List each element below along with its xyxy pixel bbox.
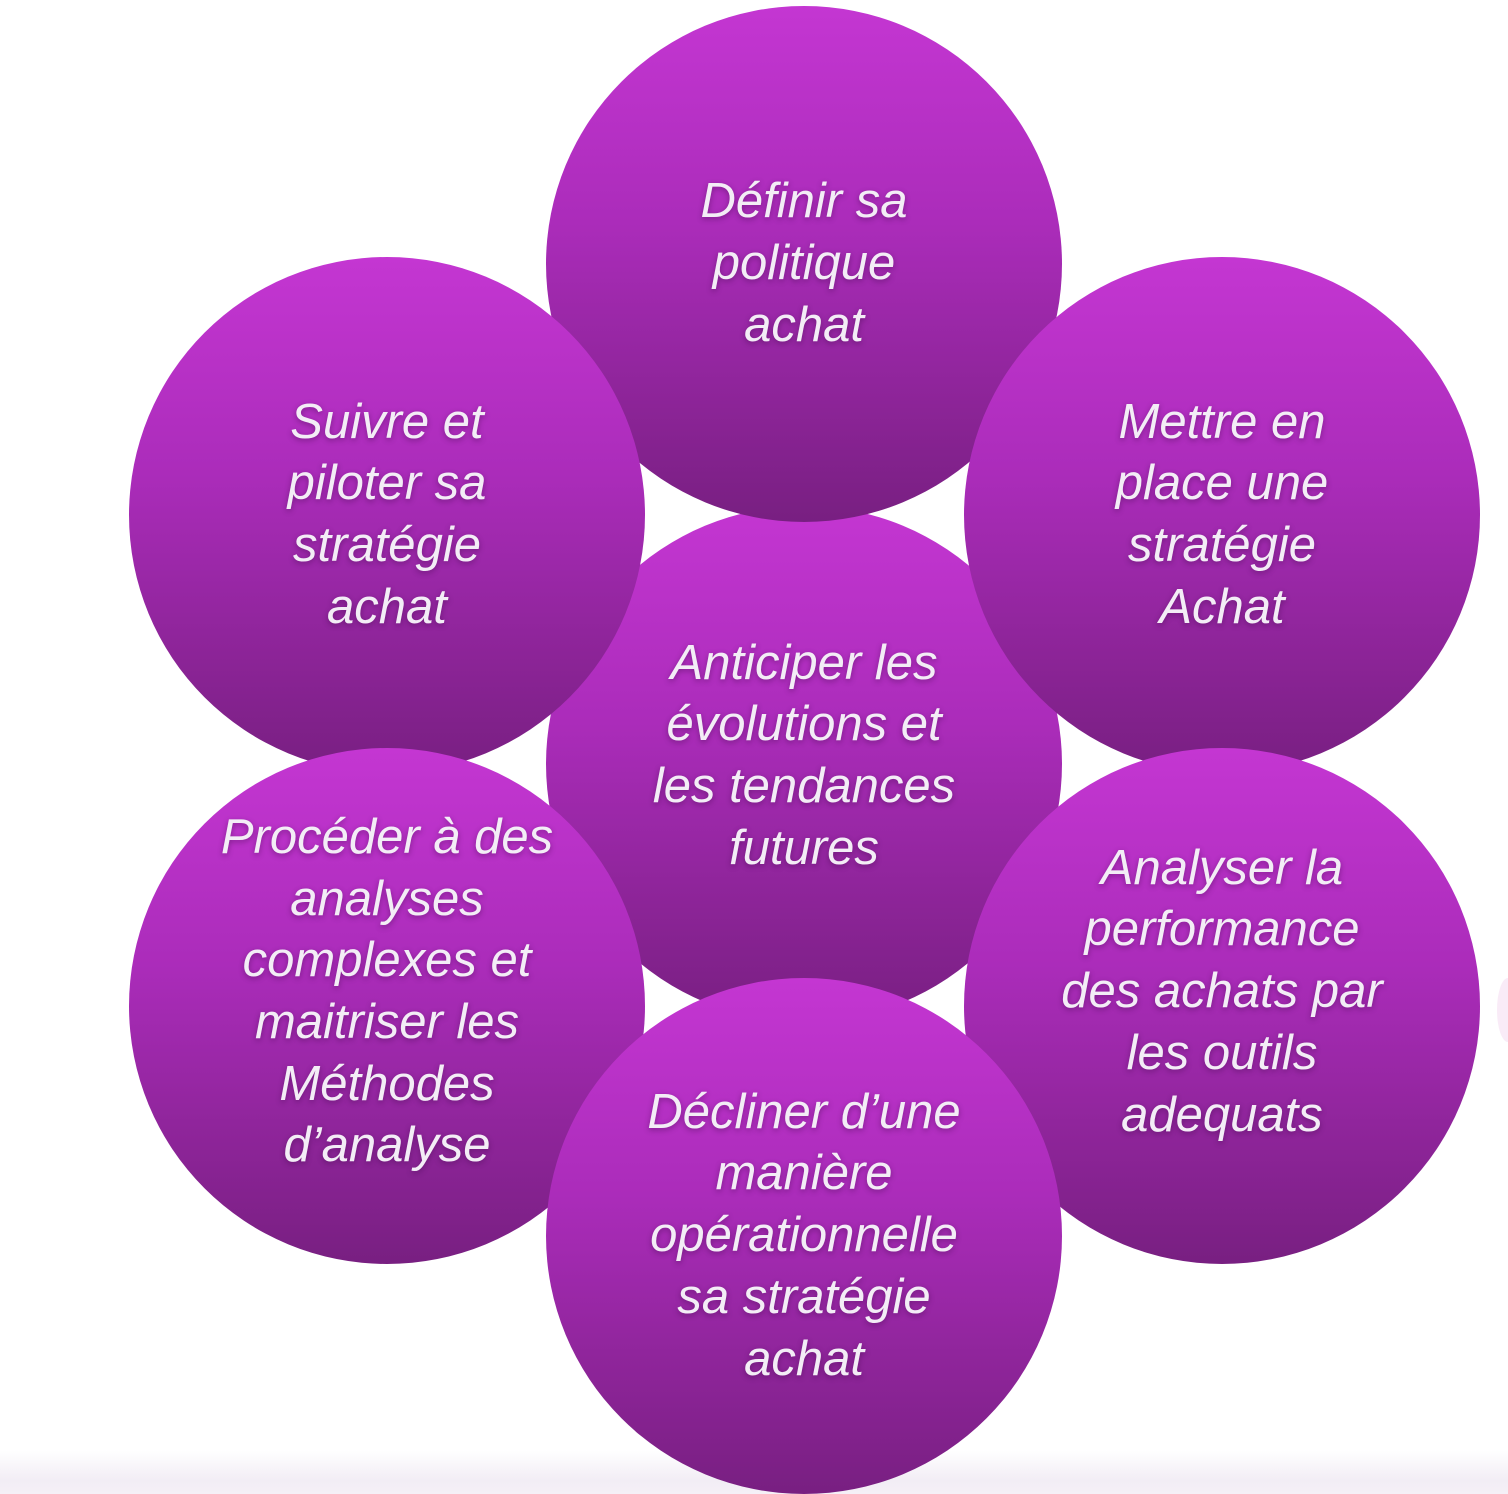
circle-label-analyser: Analyser la performance des achats par l… <box>1061 840 1383 1142</box>
circle-label-decliner: Décliner d’une manière opérationnelle sa… <box>647 1084 961 1386</box>
circle-mettre-en-place-strategie: Mettre en place une stratégie Achat <box>964 257 1480 773</box>
right-edge-shape-sliver <box>1497 978 1508 1042</box>
circle-label-anticiper: Anticiper les évolutions et les tendance… <box>652 635 956 875</box>
circle-label-suivre: Suivre et piloter sa stratégie achat <box>287 394 487 634</box>
circle-decliner-operationnelle-strategie: Décliner d’une manière opérationnelle sa… <box>546 978 1062 1494</box>
circle-label-definir: Définir sa politique achat <box>700 174 908 352</box>
circle-label-proceder: Procéder à des analyses complexes et mai… <box>220 809 554 1173</box>
circle-suivre-piloter-strategie: Suivre et piloter sa stratégie achat <box>129 257 645 773</box>
circle-analyser-performance-achats: Analyser la performance des achats par l… <box>964 748 1480 1264</box>
circle-definir-politique-achat: Définir sa politique achat <box>546 6 1062 522</box>
circle-label-mettre: Mettre en place une stratégie Achat <box>1115 394 1329 634</box>
